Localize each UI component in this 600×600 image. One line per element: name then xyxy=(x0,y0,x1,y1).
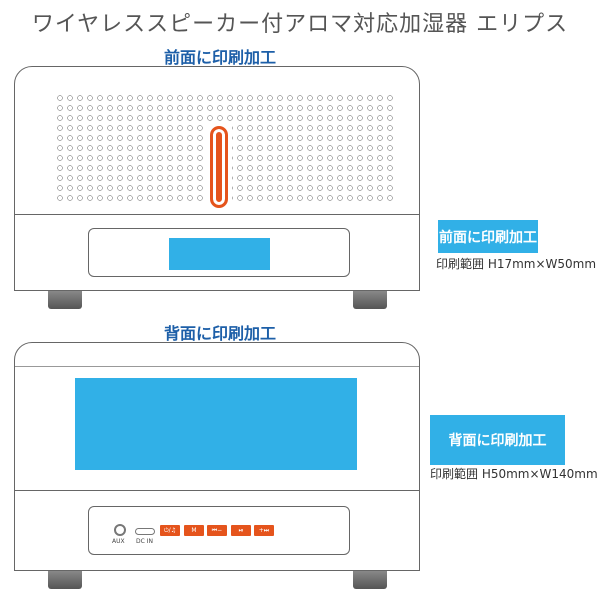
aux-label: AUX xyxy=(112,538,125,545)
mode-button[interactable]: M xyxy=(184,525,204,536)
front-panel xyxy=(88,228,350,277)
back-print-area xyxy=(75,378,357,470)
foot xyxy=(48,291,82,309)
foot xyxy=(353,571,387,589)
back-panel xyxy=(88,506,350,555)
foot xyxy=(353,291,387,309)
back-print-spec: 印刷範囲 H50mm×W140mm xyxy=(430,467,598,481)
foot xyxy=(48,571,82,589)
power-music-button[interactable]: ⏻/♫ xyxy=(160,525,180,536)
back-print-tag: 背面に印刷加工 xyxy=(430,415,565,465)
prev-volume-down-button[interactable]: ⏮− xyxy=(207,525,227,536)
next-volume-up-button[interactable]: +⏭ xyxy=(254,525,274,536)
light-indicator xyxy=(210,126,228,208)
front-print-spec: 印刷範囲 H17mm×W50mm xyxy=(436,257,597,271)
dc-in-label: DC IN xyxy=(136,538,153,545)
play-pause-button[interactable]: ⏯ xyxy=(231,525,251,536)
back-label: 背面に印刷加工 xyxy=(163,324,276,343)
divider xyxy=(15,366,419,367)
front-print-area xyxy=(169,238,270,270)
front-label: 前面に印刷加工 xyxy=(163,48,276,67)
front-print-tag: 前面に印刷加工 xyxy=(438,220,538,253)
aux-port xyxy=(114,524,126,536)
dc-in-port xyxy=(135,528,155,535)
page-title: ワイヤレススピーカー付アロマ対応加湿器 エリプス xyxy=(31,12,569,37)
